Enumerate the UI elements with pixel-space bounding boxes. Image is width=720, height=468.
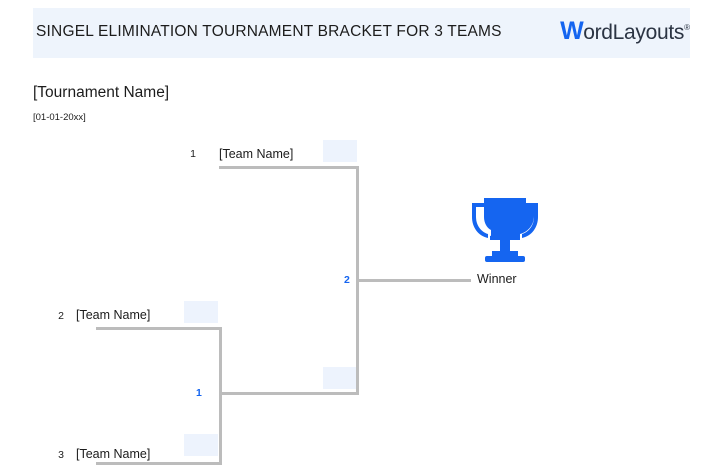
match-number-1: 1 — [196, 387, 202, 399]
score-box-seed-2[interactable] — [184, 301, 218, 323]
header-band — [33, 8, 690, 58]
seed-number-1: 1 — [190, 148, 196, 160]
registered-trademark-icon: ® — [684, 23, 690, 32]
winner-label: Winner — [477, 272, 517, 286]
team-name-seed-1[interactable]: [Team Name] — [219, 147, 294, 161]
seed-number-3: 3 — [58, 449, 64, 461]
bracket-line-middle-horizontal — [96, 327, 222, 330]
bracket-line-final-advance — [356, 279, 471, 282]
tournament-date: [01-01-20xx] — [33, 112, 86, 123]
trophy-icon — [472, 198, 538, 262]
bracket-line-bottom-horizontal — [96, 462, 222, 465]
bracket-line-round1-advance — [219, 392, 359, 395]
tournament-name: [Tournament Name] — [33, 84, 170, 101]
bracket-line-top-horizontal — [219, 166, 359, 169]
brand-wordmark: ordLayouts — [583, 21, 685, 44]
team-name-seed-3[interactable]: [Team Name] — [76, 447, 151, 461]
seed-number-2: 2 — [58, 310, 64, 322]
page-title: SINGEL ELIMINATION TOURNAMENT BRACKET FO… — [36, 23, 502, 40]
score-box-match1-winner[interactable] — [323, 367, 357, 389]
score-box-seed-1[interactable] — [323, 140, 357, 162]
bracket-connector-round1-vertical — [219, 327, 222, 465]
score-box-seed-3[interactable] — [184, 434, 218, 456]
brand-initial: W — [560, 17, 584, 45]
team-name-seed-2[interactable]: [Team Name] — [76, 308, 151, 322]
match-number-2: 2 — [344, 274, 350, 286]
